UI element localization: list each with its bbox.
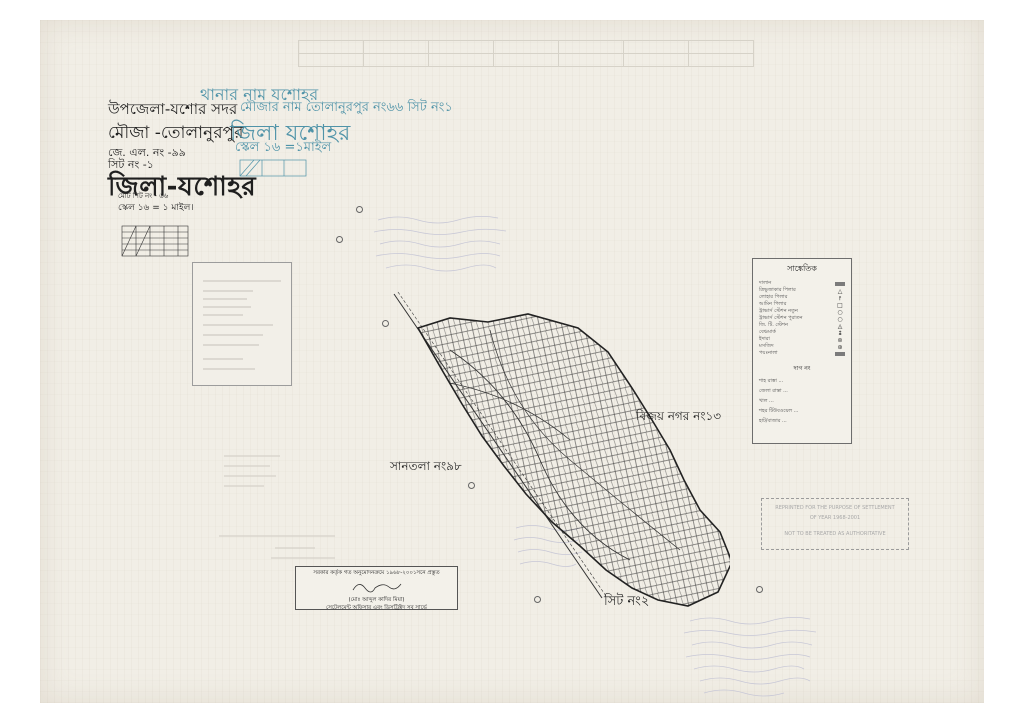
legend-section2-line: জেলা রাস্তা ... (759, 388, 788, 394)
district-stamp: জিলা যশোহর (230, 121, 351, 146)
district-name: জিলা-যশোহর (108, 172, 257, 202)
legend-row: লোহার পিলার ⫯ (759, 293, 845, 303)
legend-label: ট্রাভার্স স্টেশন পুরাতন (759, 314, 803, 321)
jl-number: জে. এল. নং -৯৯ (108, 146, 186, 159)
east-neighbor-label: বিজয় নগর নং১৩ (636, 409, 722, 423)
legend-label: বেঞ্চমার্ক (759, 328, 776, 335)
legend-symbol-rect-icon (835, 281, 845, 286)
legend-symbol-icon: ◬ (837, 323, 843, 330)
legend-row: মসজিদ ⊛ (759, 342, 845, 352)
mouza-name: মৌজা -তোলানুরপুর (108, 123, 244, 143)
legend-row: ইদারা ⊚ (759, 335, 845, 345)
legend-symbol-icon: ⫯ (838, 295, 842, 302)
legend-section2-title: দাগ নং (793, 365, 811, 372)
signature-mark (352, 583, 401, 593)
note-line-3: NOT TO BE TREATED AS AUTHORITATIVE (784, 531, 886, 537)
handwritten-notes-top (373, 216, 507, 272)
faint-info-lines (203, 280, 281, 370)
scale-text: স্কেল ১৬ = ১ মাইল। (118, 203, 194, 213)
legend-row: বেঞ্চমার্ক ↨ (759, 328, 845, 338)
legend-symbol-icon: ↨ (837, 330, 843, 337)
legend-section2-line: খাল ... (759, 398, 774, 404)
certification-box: সরকার কর্তৃক গত অনুমোদনক্রমে ১৯৬৮-২০০১সন… (295, 566, 458, 611)
legend-symbol-rect-icon (835, 351, 845, 356)
traverse-station (534, 596, 541, 603)
traverse-station (336, 236, 343, 243)
thana-name: থানার নাম যশোহর (200, 85, 319, 104)
legend-symbol-icon: ○ (837, 316, 843, 323)
total-sheets: মোট শিট নং - ৬৬ (118, 192, 169, 200)
cert-line-3: সেটেলমেন্ট অফিসার এবং ডিসট্রিক্টদ সব সার… (326, 605, 427, 611)
legend-label: আমিন পিলার (759, 300, 787, 307)
legend-label: পয়ঃনালা (759, 349, 778, 356)
legend-row: ট্রাভার্স স্টেশন নতুন ○ (759, 307, 845, 317)
legend-label: ট্রাভার্স স্টেশন নতুন (759, 307, 798, 314)
reproduction-note-box: REPRINTED FOR THE PURPOSE OF SETTLEMENT … (761, 498, 909, 550)
stamp-scale-bar (239, 159, 307, 177)
legend-section2-list: শাহ রাস্তা ... জেলা রাস্তা ... খাল ... শহর … (759, 378, 845, 428)
legend-label: ইদারা (759, 335, 770, 342)
faint-info-box (192, 262, 292, 386)
west-neighbor-label: সানতলা নং৯৮ (390, 459, 462, 473)
legend-row: ত্রিভুজাকার পিলার △ (759, 286, 845, 296)
legend-section2-line: শাহ রাস্তা ... (759, 378, 784, 384)
note-line-2: OF YEAR 1968-2001 (809, 515, 861, 521)
legend-row: জি. টি. স্টেশন ◬ (759, 321, 845, 331)
sheet-number: সিট নং -১ (108, 158, 154, 171)
legend-row: পয়ঃনালা (759, 350, 845, 357)
legend-section2-line: হাট/বাজার ... (759, 418, 787, 424)
traverse-station (756, 586, 763, 593)
faint-footnotes (219, 535, 335, 559)
cert-line-1: সরকার কর্তৃক গত অনুমোদনক্রমে ১৯৬৮-২০০১সন… (313, 570, 440, 576)
legend-symbol-icon: △ (837, 288, 843, 295)
legend-label: জি. টি. স্টেশন (759, 321, 788, 328)
map-sheet: থানার নাম যশোহর উপজেলা-যশোর সদর মৌজার না… (40, 20, 984, 703)
handwritten-notes-bottom (683, 617, 817, 697)
legend-label: দালান (759, 279, 772, 286)
traverse-station (468, 482, 475, 489)
legend-row: ট্রাভার্স স্টেশন পুরাতন ○ (759, 314, 845, 324)
note-line-1: REPRINTED FOR THE PURPOSE OF SETTLEMENT (775, 505, 895, 511)
legend-label: লোহার পিলার (759, 293, 788, 300)
cert-line-2: (মোঃ আব্দুল কাদির মিয়া) (348, 597, 405, 603)
legend-symbol-icon: ⊛ (837, 344, 843, 351)
diagonal-scale (121, 225, 189, 257)
scale-stamp: স্কেল ১৬ =১মাইল (235, 140, 332, 155)
legend-label: ত্রিভুজাকার পিলার (759, 286, 796, 293)
bottom-sheet-label: সিট নং২ (604, 594, 650, 609)
header-table (298, 40, 754, 67)
mouza-stamp: মৌজার নাম তোলানুরপুর নং৬৬ সিট নং১ (240, 100, 453, 115)
upazila-name: উপজেলা-যশোর সদর (108, 100, 238, 118)
legend-symbol-icon: ⊚ (837, 337, 843, 344)
legend-label: মসজিদ (759, 342, 774, 349)
legend-section2-line: শহর টিউবওয়েল ... (759, 408, 799, 414)
faint-notes (224, 455, 280, 487)
traverse-station (356, 206, 363, 213)
traverse-station (382, 320, 389, 327)
legend-symbol-icon: □ (837, 302, 843, 309)
legend-row: আমিন পিলার □ (759, 300, 845, 310)
legend-row: দালান (759, 280, 845, 287)
mouza-map (393, 291, 730, 607)
legend-title: সাঙ্কেতিক (787, 264, 817, 273)
legend-symbol-icon: ○ (837, 309, 843, 316)
